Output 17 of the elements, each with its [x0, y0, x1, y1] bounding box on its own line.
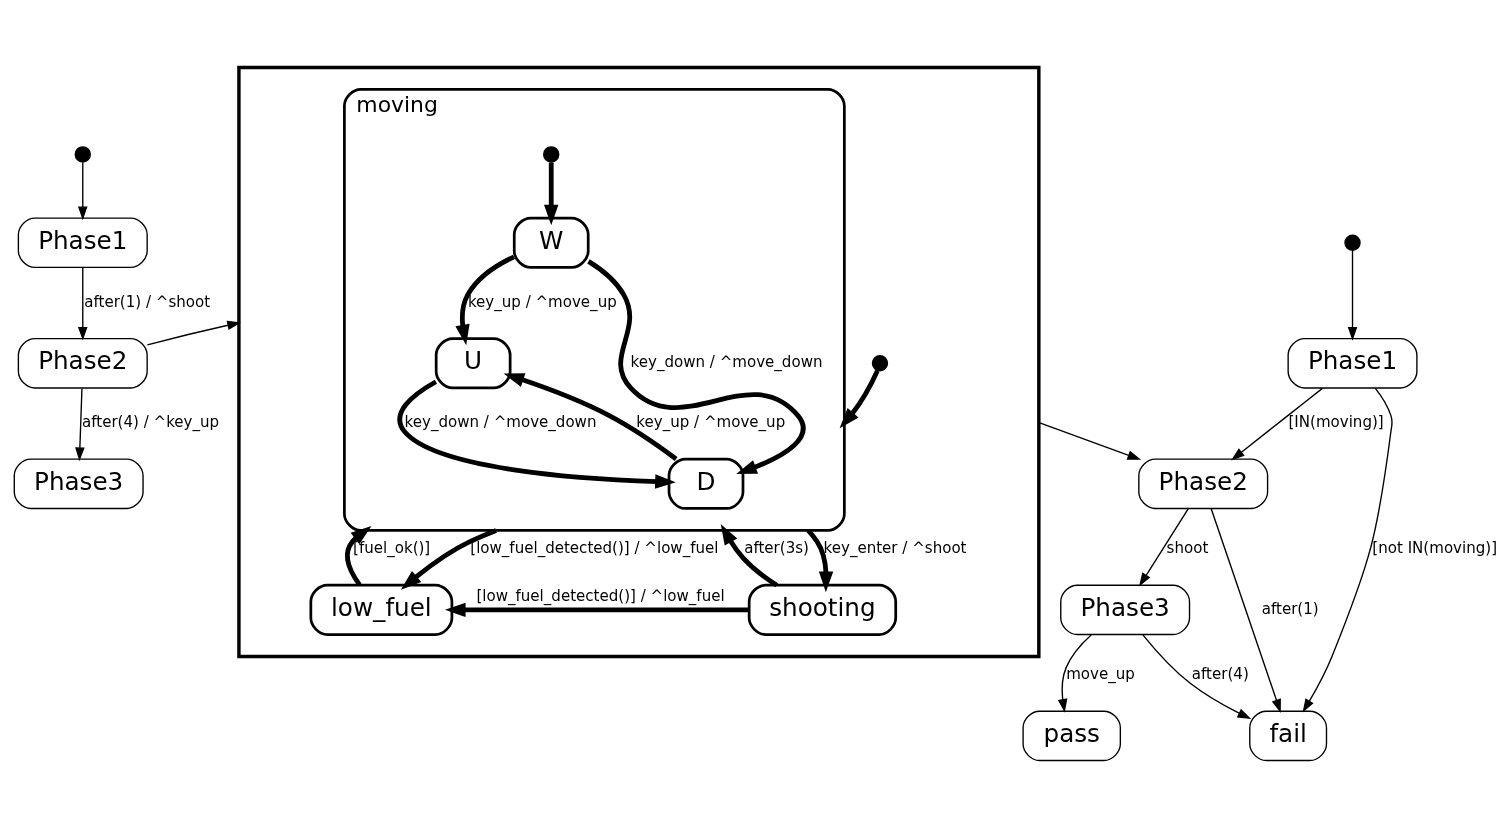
edge-label: key_down / ^move_down: [630, 352, 823, 371]
edge-label: [not IN(moving)]: [1372, 538, 1498, 557]
edge-label: key_enter / ^shoot: [823, 538, 967, 557]
edge-label: after(3s): [744, 538, 809, 557]
edge-label: after(4) / ^key_up: [82, 412, 220, 431]
edge-label: key_up / ^move_up: [636, 412, 786, 431]
edge-label: shoot: [1166, 538, 1209, 557]
edge-label: [low_fuel_detected()] / ^low_fuel: [476, 586, 725, 605]
edge-label: [IN(moving)]: [1288, 412, 1384, 431]
edge-label: after(4): [1191, 664, 1249, 683]
edge-label: key_down / ^move_down: [404, 412, 597, 431]
edge-label: move_up: [1066, 664, 1135, 683]
edge-label: after(1): [1261, 599, 1319, 618]
edge-label: [low_fuel_detected()] / ^low_fuel: [470, 538, 719, 557]
edge-label: key_up / ^move_up: [467, 292, 617, 311]
edge-label: [fuel_ok()]: [353, 538, 431, 557]
edge-label: after(1) / ^shoot: [84, 292, 211, 311]
